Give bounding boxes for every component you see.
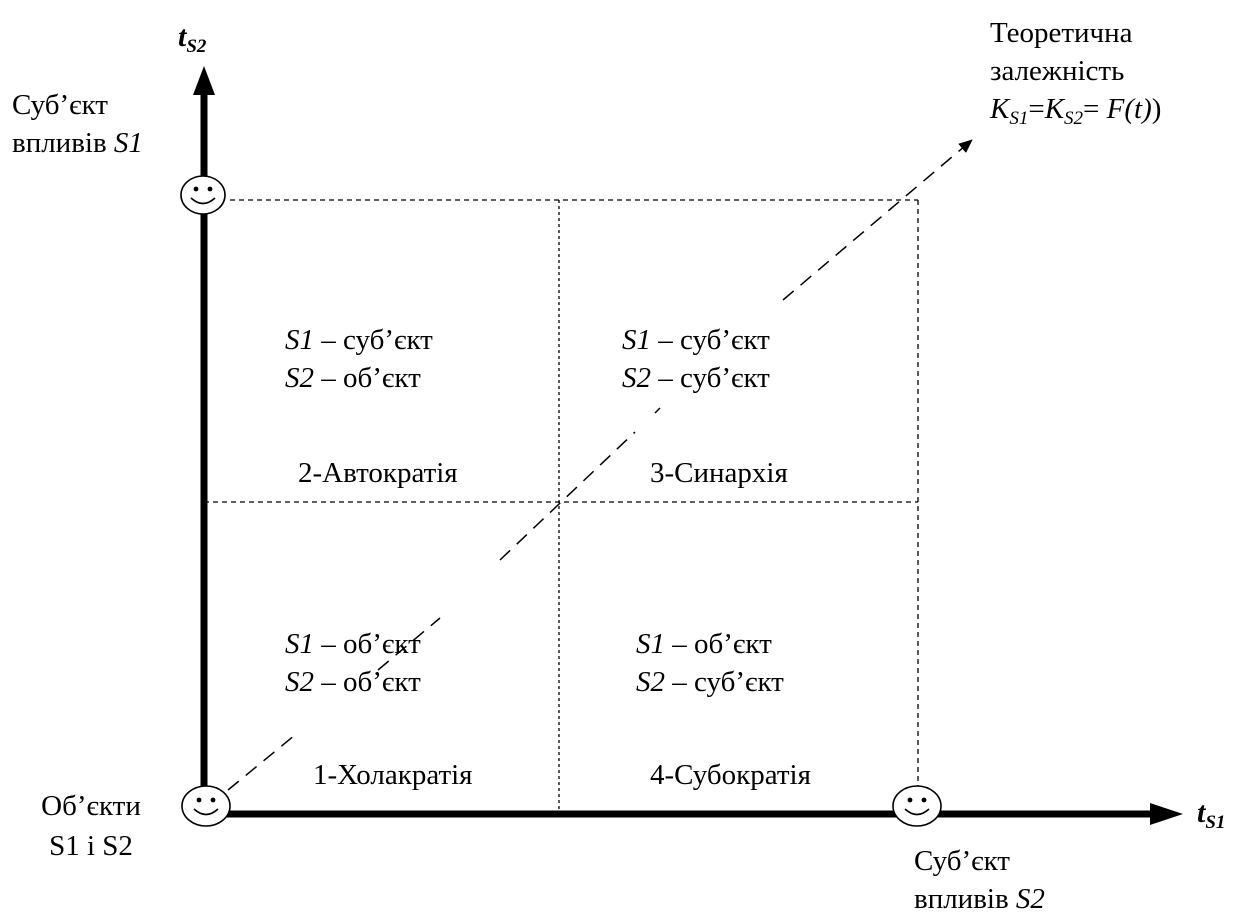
quadrant-4-line1: S1 – об’єкт	[636, 625, 784, 663]
quadrant-3-var2: S2	[622, 362, 651, 394]
x-axis-arrowhead	[1150, 803, 1183, 825]
objects-line1: Об’єкти	[41, 790, 141, 822]
quadrant-3-roles: S1 – суб’єкт S2 – суб’єкт	[622, 321, 770, 397]
quadrant-4-roles: S1 – об’єкт S2 – суб’єкт	[636, 625, 784, 701]
theory-eq1: =	[1028, 93, 1045, 125]
objects-line2: S1 і S2	[49, 830, 133, 862]
x-axis-label: tS1	[1197, 796, 1225, 840]
quadrant-3-title: 3-Синархія	[650, 457, 788, 489]
theory-diagonal-segment-1	[227, 734, 296, 791]
quadrant-3-line1: S1 – суб’єкт	[622, 321, 770, 359]
quadrant-2-var2: S2	[285, 362, 314, 394]
smiley-face-icon	[180, 175, 226, 215]
subject-s1-prefix: впливів	[12, 127, 114, 159]
theory-label: Теоретична залежність KS1=KS2= F(t))	[990, 14, 1161, 138]
subject-s1-label: Суб’єкт впливів S1	[12, 86, 143, 162]
quadrant-1-line2: S2 – об’єкт	[285, 663, 421, 701]
theory-diagonal-segment-5	[782, 139, 973, 301]
theory-diagonal-segment-3	[499, 431, 636, 561]
theory-k1: K	[990, 93, 1010, 125]
quadrant-2-roles: S1 – суб’єкт S2 – об’єкт	[285, 321, 433, 397]
quadrant-4-text1: – об’єкт	[665, 628, 772, 660]
theory-k1-sub: S1	[1009, 108, 1029, 129]
quadrant-1-text1: – об’єкт	[314, 628, 421, 660]
quadrant-1-roles: S1 – об’єкт S2 – об’єкт	[285, 625, 421, 701]
quadrant-3-text1: – суб’єкт	[651, 324, 770, 356]
theory-diagonal-segment-4	[654, 407, 661, 414]
smiley-face-icon	[181, 785, 231, 827]
theory-k2-sub: S2	[1064, 108, 1084, 129]
subject-s1-var: S1	[113, 127, 143, 159]
x-axis-label-main: t	[1197, 796, 1206, 829]
quadrant-2-text1: – суб’єкт	[314, 324, 433, 356]
y-axis-label-sub: S2	[186, 36, 207, 57]
subject-s1-line2: впливів S1	[12, 124, 143, 162]
theory-formula: KS1=KS2= F(t))	[990, 90, 1161, 138]
subject-s2-line1: Суб’єкт	[914, 845, 1010, 877]
subject-s2-label: Суб’єкт впливів S2	[914, 842, 1045, 918]
subject-s2-line2: впливів S2	[914, 880, 1045, 918]
theory-k2: K	[1044, 93, 1065, 125]
quadrant-1-text2: – об’єкт	[314, 666, 421, 698]
theory-close: )	[1151, 93, 1162, 125]
theory-func: F(t)	[1106, 93, 1152, 125]
smiley-face-icon	[892, 785, 942, 827]
y-axis-arrowhead	[193, 66, 215, 95]
quadrant-1-title: 1-Холакратія	[313, 759, 473, 791]
theory-line2: залежність	[990, 55, 1125, 87]
quadrant-2-var1: S1	[285, 324, 314, 356]
x-axis-label-sub: S1	[1205, 812, 1226, 833]
quadrant-4-line2: S2 – суб’єкт	[636, 663, 784, 701]
quadrant-2-line1: S1 – суб’єкт	[285, 321, 433, 359]
quadrant-2-title: 2-Автократія	[298, 457, 458, 489]
theory-diagonal-segment-2	[377, 617, 441, 671]
subject-s1-line1: Суб’єкт	[12, 89, 108, 121]
quadrant-4-var1: S1	[636, 628, 665, 660]
quadrant-2-text2: – об’єкт	[314, 362, 421, 394]
quadrant-1-var1: S1	[285, 628, 314, 660]
quadrant-1-var2: S2	[285, 666, 314, 698]
quadrant-2-line2: S2 – об’єкт	[285, 359, 433, 397]
y-axis-label-main: t	[178, 20, 187, 53]
quadrant-3-var1: S1	[622, 324, 651, 356]
y-axis-label: tS2	[178, 20, 206, 64]
quadrant-3-text2: – суб’єкт	[651, 362, 770, 394]
quadrant-4-var2: S2	[636, 666, 665, 698]
theory-line1: Теоретична	[990, 17, 1133, 49]
subject-s2-var: S2	[1015, 883, 1045, 915]
quadrant-1-line1: S1 – об’єкт	[285, 625, 421, 663]
quadrant-4-text2: – суб’єкт	[665, 666, 784, 698]
quadrant-4-title: 4-Субократія	[650, 759, 811, 791]
quadrant-3-line2: S2 – суб’єкт	[622, 359, 770, 397]
subject-s2-prefix: впливів	[914, 883, 1016, 915]
objects-label: Об’єкти S1 і S2	[6, 786, 176, 866]
theory-eq2: =	[1083, 93, 1107, 125]
